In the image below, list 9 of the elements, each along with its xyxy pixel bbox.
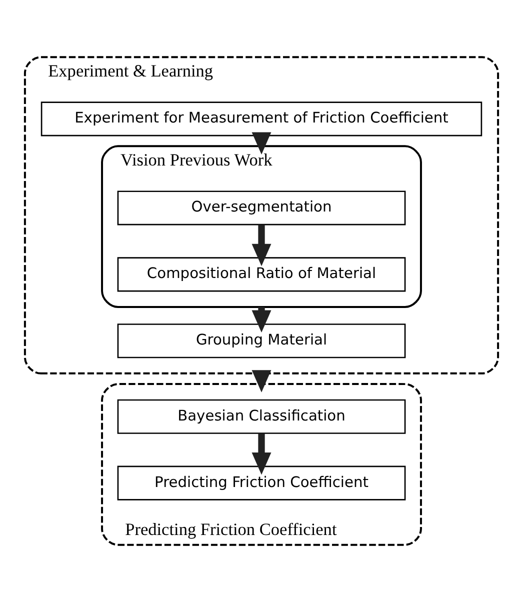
- arrow: [251, 370, 271, 392]
- node-box: Compositional Ratio of Material: [116, 256, 406, 292]
- node-box: Predicting Friction Coefficient: [116, 465, 406, 500]
- arrow: [251, 432, 271, 474]
- node-box: Bayesian Classification: [116, 398, 406, 434]
- node-box: Over-segmentation: [116, 190, 406, 225]
- arrow: [251, 224, 271, 266]
- node-box: Grouping Material: [116, 323, 406, 358]
- arrow: [251, 132, 271, 154]
